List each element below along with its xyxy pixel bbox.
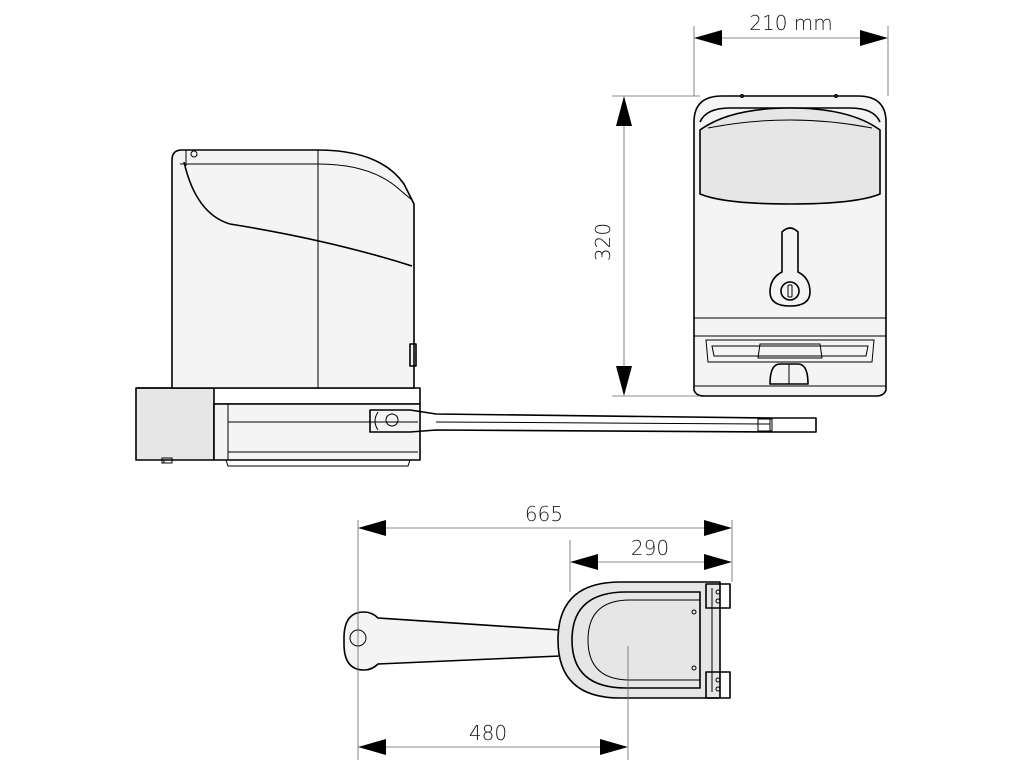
top-view-base	[557, 581, 721, 699]
release-lever-icon	[769, 227, 811, 307]
dimension-height-label: 320	[591, 223, 615, 261]
side-view-arm	[369, 409, 817, 433]
dimension-height: 320	[591, 95, 700, 397]
top-view	[343, 581, 731, 699]
dimension-base-length-label: 290	[631, 536, 669, 560]
side-view	[135, 149, 817, 467]
dimension-width-label: 210 mm	[749, 11, 833, 35]
side-view-body	[171, 149, 415, 389]
dimension-total-length-label: 665	[525, 502, 563, 526]
side-view-base	[135, 387, 215, 461]
dimension-base-length: 290	[569, 536, 732, 592]
dimension-arm-length: 480	[358, 646, 629, 760]
front-view	[693, 94, 887, 397]
dimension-arm-length-label: 480	[469, 721, 507, 745]
side-view-lower-housing	[213, 403, 421, 461]
key-lock-icon	[780, 281, 800, 301]
top-view-arm	[343, 611, 561, 671]
dimension-width: 210 mm	[693, 11, 889, 96]
dimension-total-length: 665	[357, 502, 733, 760]
